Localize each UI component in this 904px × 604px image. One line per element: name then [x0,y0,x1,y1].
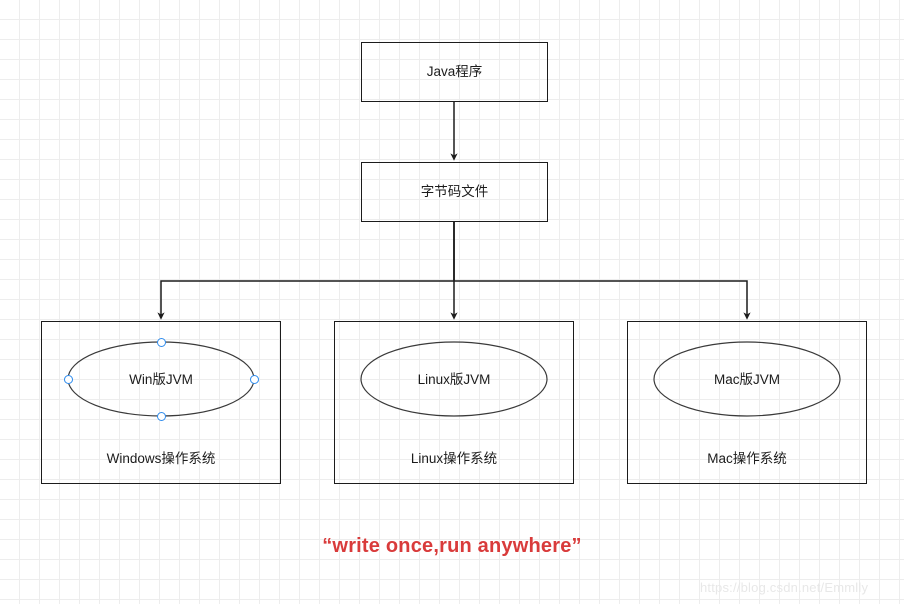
node-mac-os[interactable] [627,321,867,484]
node-bytecode-file[interactable] [361,162,548,222]
node-label-linux-jvm: Linux版JVM [417,372,491,387]
selection-handle-top[interactable] [156,337,166,347]
node-label-mac-jvm: Mac版JVM [713,372,780,387]
edge-bytecode-to-windows [157,222,455,320]
selection-handle-left[interactable] [63,374,73,384]
node-label-bytecode-file: 字节码文件 [420,184,489,199]
node-label-linux-os: Linux操作系统 [410,451,498,466]
selection-handle-right[interactable] [249,374,259,384]
watermark-text: https://blog.csdn.net/Emmlly [700,580,869,595]
tagline-text: “write once,run anywhere” [322,535,582,557]
node-label-win-jvm: Win版JVM [129,372,193,387]
node-label-mac-os: Mac操作系统 [707,451,787,466]
node-java-program[interactable] [361,42,548,102]
selection-handle-bottom[interactable] [156,411,166,421]
edge-bytecode-to-mac [453,222,751,320]
node-linux-os[interactable] [334,321,574,484]
node-windows-os[interactable] [41,321,281,484]
node-label-windows-os: Windows操作系统 [106,451,216,466]
node-label-java-program: Java程序 [426,64,483,79]
